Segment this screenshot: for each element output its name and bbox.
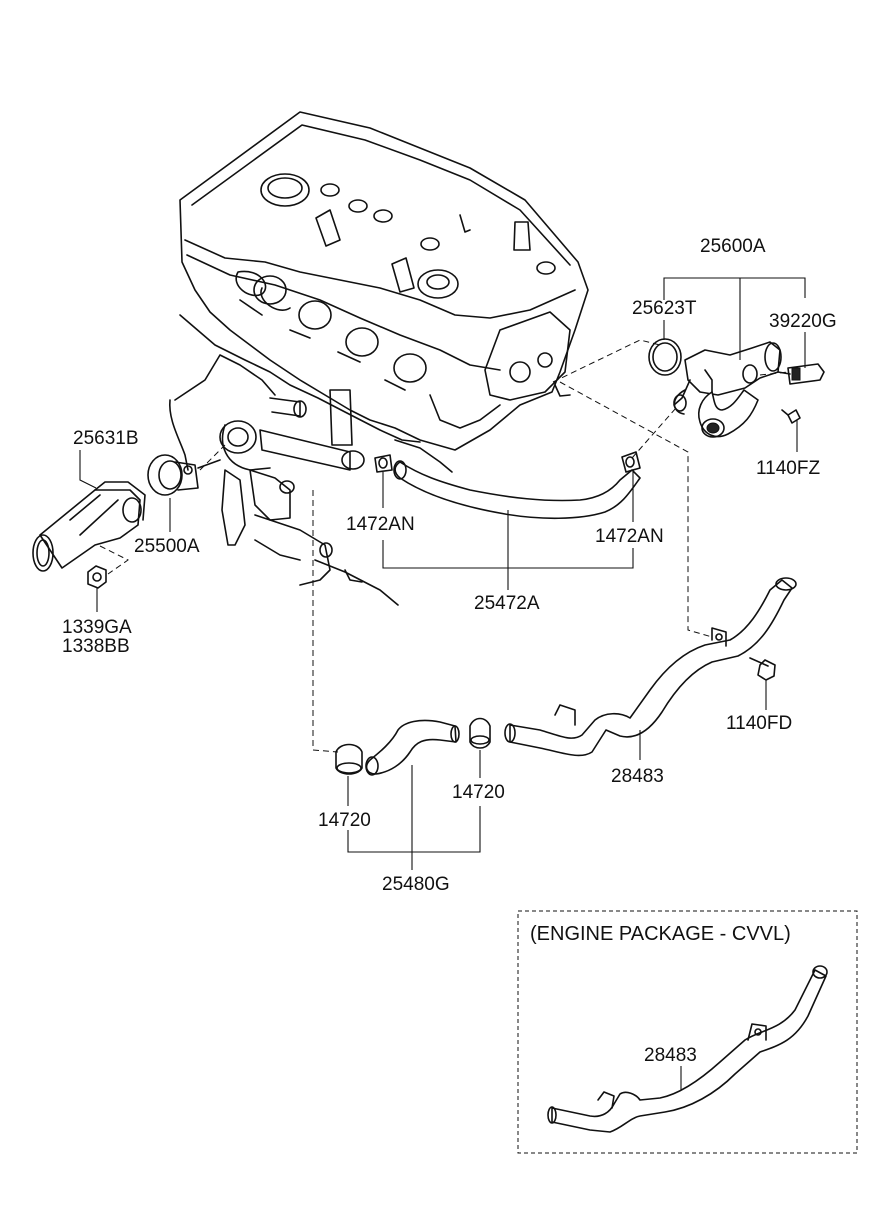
label-25480G: 25480G xyxy=(382,874,450,895)
thermostat-assembly xyxy=(32,454,221,589)
label-28483: 28483 xyxy=(611,766,664,787)
label-25623T: 25623T xyxy=(632,298,697,319)
label-1140FZ: 1140FZ xyxy=(756,458,820,479)
part-labels: 25600A 25623T 39220G 1140FZ 25631B 25500… xyxy=(62,236,837,1066)
label-1338BB: 1338BB xyxy=(62,636,130,657)
label-25600A: 25600A xyxy=(700,236,766,257)
label-25500A: 25500A xyxy=(134,536,200,557)
water-outlet-fitting xyxy=(648,338,825,438)
engine-head xyxy=(179,111,589,451)
label-14720-left: 14720 xyxy=(318,810,371,831)
label-1472AN-left: 1472AN xyxy=(346,514,415,535)
assembly-lines xyxy=(99,339,789,753)
label-1140FD: 1140FD xyxy=(726,713,792,734)
inset-title: (ENGINE PACKAGE - CVVL) xyxy=(530,923,791,945)
label-25631B: 25631B xyxy=(73,428,139,449)
cvvl-inset xyxy=(517,910,858,1154)
hose-25472A xyxy=(374,451,641,520)
label-25472A: 25472A xyxy=(474,593,540,614)
inset-label-28483: 28483 xyxy=(644,1045,697,1066)
engine-block xyxy=(169,314,453,606)
hose-25480G xyxy=(335,717,491,776)
label-1472AN-right: 1472AN xyxy=(595,526,664,547)
label-14720-right: 14720 xyxy=(452,782,505,803)
inset-border xyxy=(517,910,858,1154)
leader-lines xyxy=(79,277,806,870)
pipe-28483 xyxy=(504,577,797,757)
label-1339GA: 1339GA xyxy=(62,617,132,638)
label-39220G: 39220G xyxy=(769,311,837,332)
